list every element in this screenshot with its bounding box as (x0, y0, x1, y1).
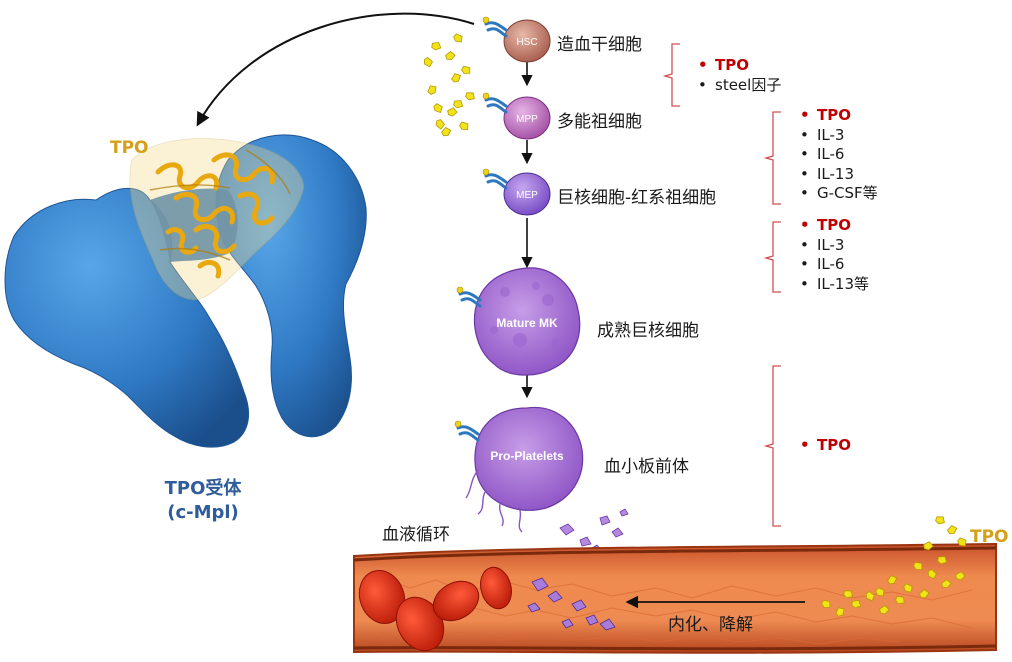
tpo-particle (843, 590, 853, 599)
vessel-tpo-label: TPO (970, 527, 1009, 547)
tpo-particle (927, 569, 937, 580)
tpo-ligand-structure (129, 138, 305, 301)
factor-list-late: TPO (800, 436, 851, 456)
tpo-particle (887, 575, 898, 585)
tpo-particle (453, 100, 464, 109)
tpo-particle (459, 121, 469, 131)
vessel-title: 血液循环 (382, 525, 450, 545)
stage-label-hsc: 造血干细胞 (557, 35, 642, 55)
binding-arrow (196, 12, 475, 127)
cell-hsc: HSC (503, 19, 551, 63)
receptor-label-line2: (c-Mpl) (167, 502, 239, 523)
tpo-particles-top (423, 33, 475, 137)
tpo-particle (913, 561, 923, 570)
receptor-label-line1: TPO受体 (165, 477, 243, 499)
stage-label-mature-mk: 成熟巨核细胞 (597, 321, 699, 341)
tpo-particle (947, 525, 958, 535)
tpo-particle (435, 119, 445, 130)
cell-mep-label: MEP (516, 190, 538, 201)
receptor-body-left (4, 187, 250, 448)
factor-item: IL-6 (800, 255, 869, 275)
tpo-particle (447, 107, 458, 117)
ligand-label: TPO (110, 138, 149, 158)
cell-mep: MEP (503, 172, 551, 216)
factor-list-hsc: TPO steel因子 (698, 56, 781, 95)
tpo-particle (955, 571, 966, 581)
tpo-particles-right (821, 516, 967, 617)
factor-item: TPO (800, 216, 869, 236)
cell-mpp-label: MPP (516, 114, 538, 125)
cell-proplatelet-label: Pro-Platelets (490, 449, 564, 463)
factor-item: IL-3 (800, 126, 878, 146)
cell-hsc-label: HSC (516, 37, 537, 48)
cell-mature-mk: Mature MK (473, 267, 581, 376)
tpo-dots-on-receptors (454, 16, 490, 428)
stage-label-mpp: 多能祖细胞 (557, 112, 642, 132)
tpo-particle (875, 587, 885, 597)
tpo-particle (821, 599, 831, 608)
factor-item: steel因子 (698, 76, 781, 96)
factor-item: TPO (800, 106, 878, 126)
stage-label-mep: 巨核细胞-红系祖细胞 (557, 188, 717, 208)
tpo-particle (441, 127, 452, 137)
tpo-particle (895, 596, 905, 605)
factor-list-mpp: TPO IL-3 IL-6 IL-13 G-CSF等 (800, 106, 878, 204)
vessel-platelets (527, 577, 616, 631)
factor-item: IL-6 (800, 145, 878, 165)
factor-item: IL-13 (800, 165, 878, 185)
tpo-particle (879, 605, 890, 615)
tpo-particle (865, 591, 875, 602)
tpo-particle (423, 57, 433, 68)
tpo-particle (835, 607, 845, 617)
factor-item: TPO (800, 436, 851, 456)
tpo-particle (941, 579, 952, 589)
process-label: 内化、降解 (668, 615, 753, 635)
tpo-particle (445, 51, 456, 61)
factor-item: G-CSF等 (800, 184, 878, 204)
cell-mpp: MPP (503, 96, 551, 140)
red-blood-cells (358, 566, 512, 652)
tpo-particle (461, 65, 471, 74)
stage-label-pro-platelets: 血小板前体 (604, 457, 689, 477)
factor-item: IL-3 (800, 236, 869, 256)
tpo-particle (431, 41, 442, 51)
tpo-particle (851, 599, 862, 609)
cell-pro-platelets: Pro-Platelets (465, 406, 584, 533)
factor-item: TPO (698, 56, 781, 76)
factor-list-mep: TPO IL-3 IL-6 IL-13等 (800, 216, 869, 294)
tpo-particle (427, 85, 437, 95)
tpo-particle (923, 541, 934, 551)
tpo-particle (433, 103, 443, 113)
tpo-particle (919, 589, 930, 599)
tpo-particle (903, 583, 913, 593)
factor-brackets (662, 43, 781, 527)
tpo-particle (957, 537, 967, 547)
tpo-particle (453, 33, 463, 43)
tpo-particle (465, 92, 475, 101)
tpo-particle (935, 516, 945, 525)
factor-item: IL-13等 (800, 275, 869, 295)
tpo-particle (937, 556, 948, 565)
cell-mk-label: Mature MK (496, 316, 558, 330)
tpo-particle (451, 73, 461, 83)
